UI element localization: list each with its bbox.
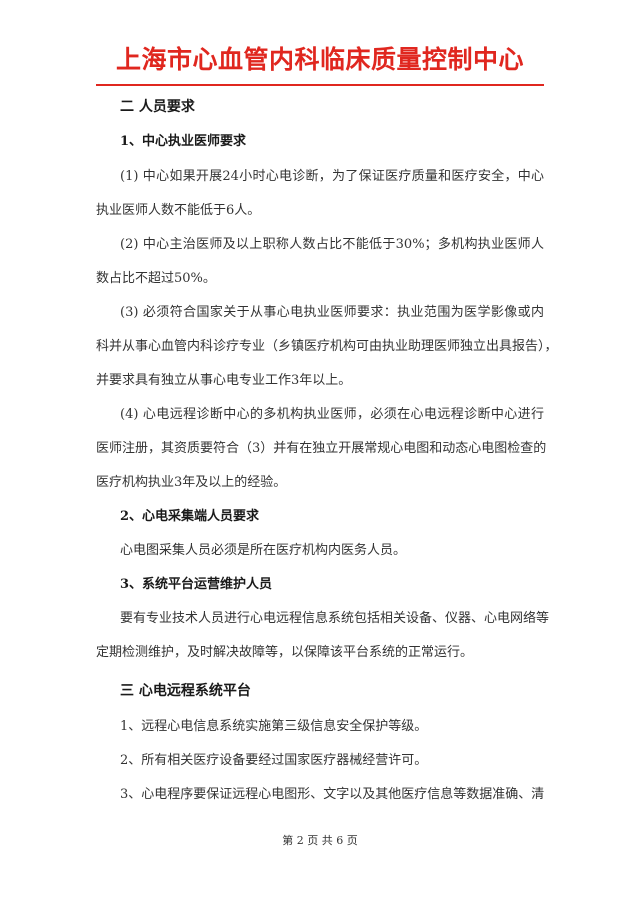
- paragraph-3-line-2: 科并从事心血管内科诊疗专业（乡镇医疗机构可由执业助理医师独立出具报告），: [96, 339, 558, 354]
- paragraph-3-line-3: 并要求具有独立从事心电专业工作3年以上。: [96, 373, 352, 388]
- subsection-3-line-1: 要有专业技术人员进行心电远程信息系统包括相关设备、仪器、心电网络等: [120, 611, 550, 626]
- section-3-item-1: 1、远程心电信息系统实施第三级信息安全保护等级。: [120, 719, 428, 734]
- section-3-heading: 三 心电远程系统平台: [120, 683, 251, 699]
- paragraph-4-line-1: (4) 心电远程诊断中心的多机构执业医师，必须在心电远程诊断中心进行: [120, 407, 544, 422]
- subsection-2-paragraph: 心电图采集人员必须是所在医疗机构内医务人员。: [120, 543, 407, 558]
- section-3-item-3: 3、心电程序要保证远程心电图形、文字以及其他医疗信息等数据准确、清: [120, 787, 545, 802]
- paragraph-1-line-1: (1) 中心如果开展24小时心电诊断，为了保证医疗质量和医疗安全，中心: [120, 169, 544, 184]
- paragraph-4-line-3: 医疗机构执业3年及以上的经验。: [96, 475, 287, 490]
- paragraph-1-line-2: 执业医师人数不能低于6人。: [96, 203, 261, 218]
- paragraph-2-line-2: 数占比不超过50%。: [96, 271, 216, 286]
- document-header-title: 上海市心血管内科临床质量控制中心: [115, 45, 524, 74]
- paragraph-4-line-2: 医师注册，其资质要符合（3）并有在独立开展常规心电图和动态心电图检查的: [96, 441, 547, 456]
- section-2-heading: 二 人员要求: [120, 99, 195, 115]
- paragraph-2-line-1: (2) 中心主治医师及以上职称人数占比不能低于30%；多机构执业医师人: [120, 237, 544, 252]
- subsection-1-heading: 1、中心执业医师要求: [120, 134, 247, 149]
- paragraph-3-line-1: (3) 必须符合国家关于从事心电执业医师要求：执业范围为医学影像或内: [120, 305, 544, 320]
- subsection-3-heading: 3、系统平台运营维护人员: [120, 577, 273, 592]
- section-3-item-2: 2、所有相关医疗设备要经过国家医疗器械经营许可。: [120, 753, 428, 768]
- subsection-2-heading: 2、心电采集端人员要求: [120, 509, 260, 524]
- subsection-3-line-2: 定期检测维护，及时解决故障等，以保障该平台系统的正常运行。: [96, 645, 474, 660]
- header-divider: [96, 84, 544, 86]
- page-footer: 第 2 页 共 6 页: [282, 834, 358, 847]
